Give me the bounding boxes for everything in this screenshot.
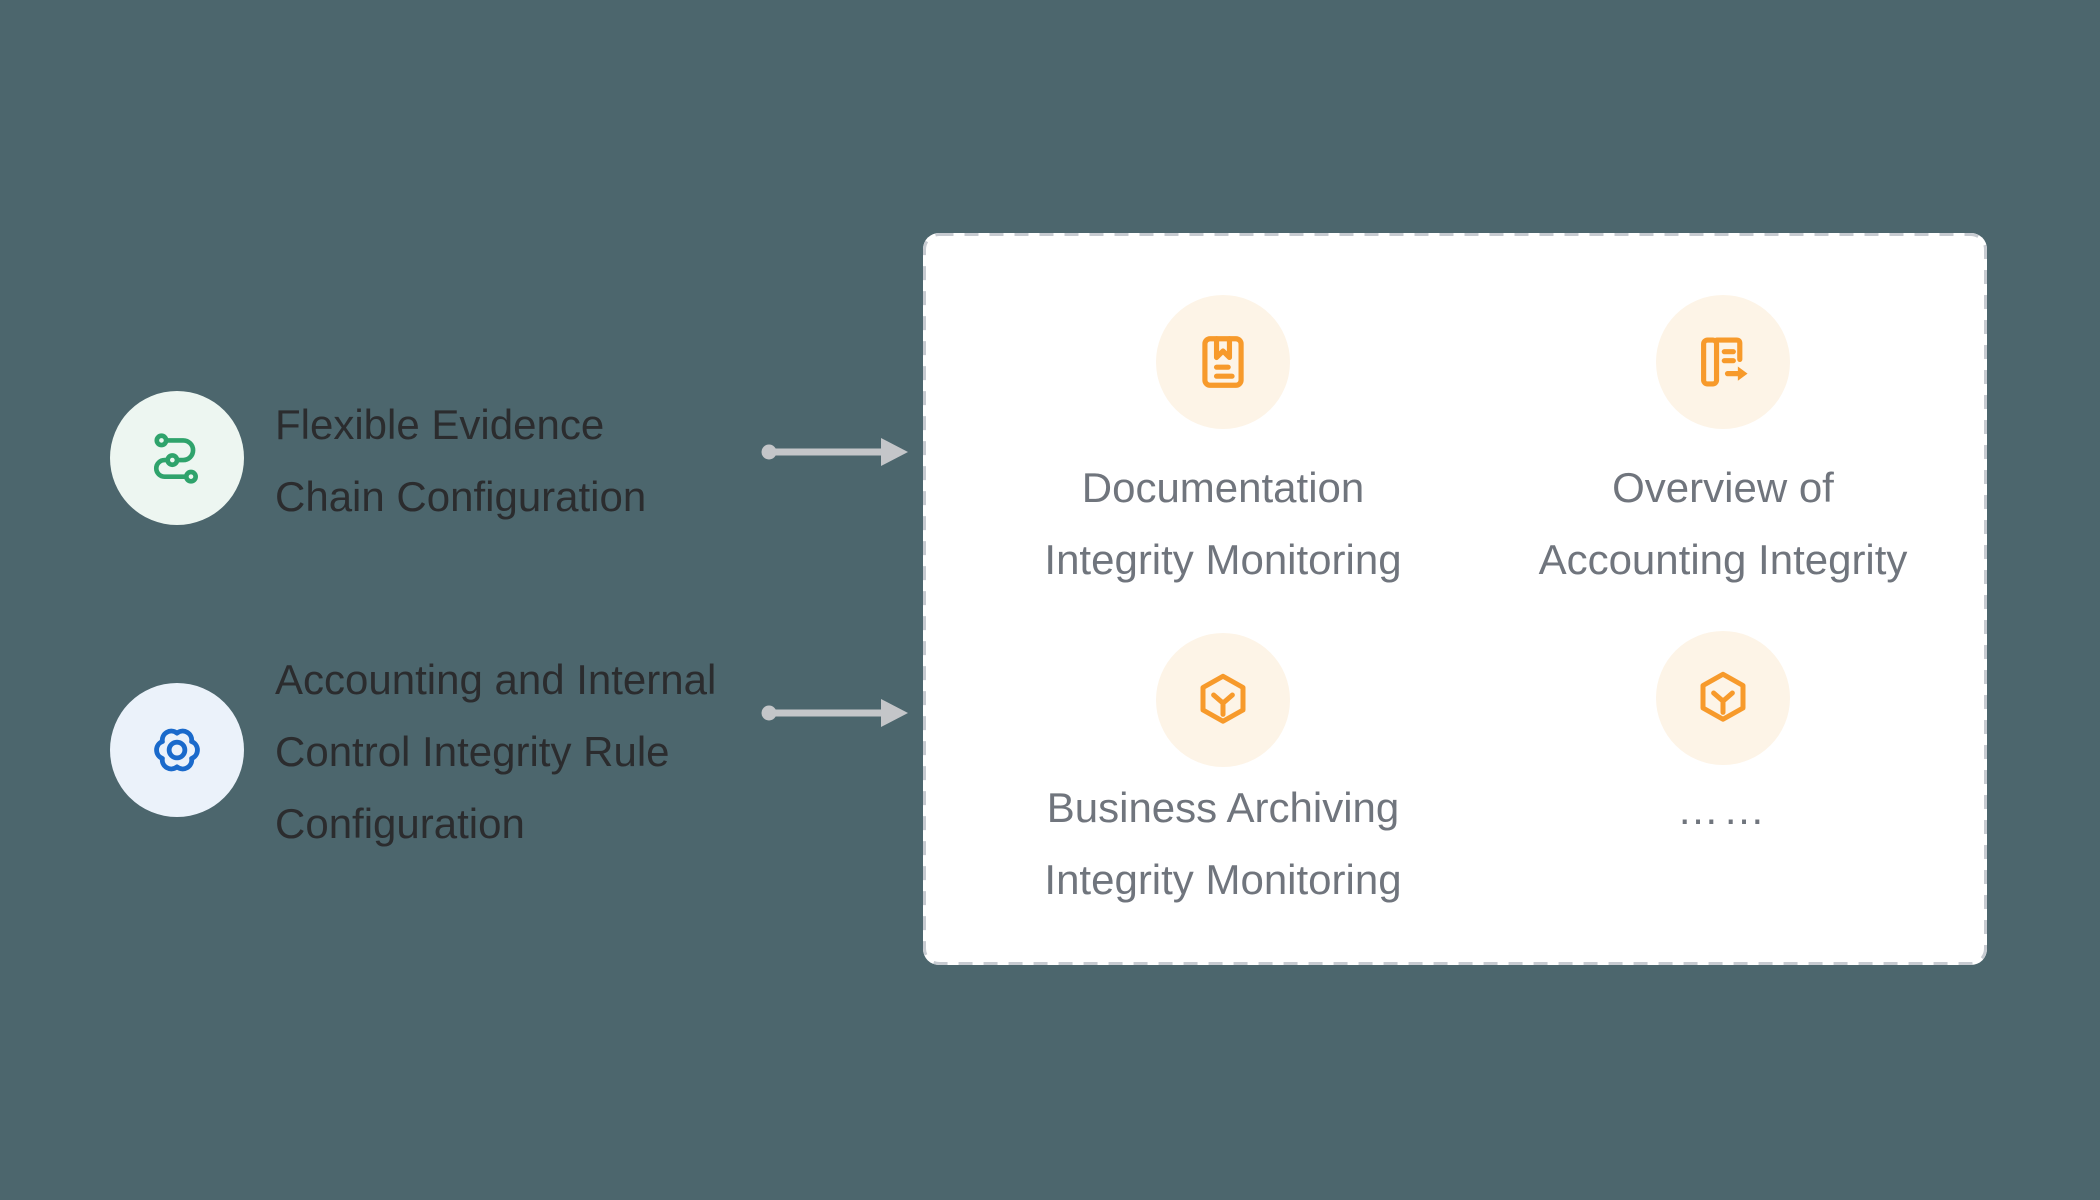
arrow-right-icon — [761, 438, 908, 466]
capability-label-line: Integrity Monitoring — [1044, 856, 1402, 903]
cube-icon — [1193, 670, 1253, 730]
accounting-overview-item-icon-circle — [1656, 295, 1790, 429]
capability-label-line: Documentation — [1081, 464, 1365, 511]
capability-label-business-archiving: Business Archiving Integrity Monitoring — [973, 772, 1473, 916]
capability-label-documentation: Documentation Integrity Monitoring — [973, 452, 1473, 596]
feature-label-line: Accounting and Internal — [275, 656, 717, 703]
feature-label-evidence-chain: Flexible Evidence Chain Configuration — [275, 389, 646, 533]
feature-label-line: Chain Configuration — [275, 473, 647, 520]
capability-label-line: Business Archiving — [1046, 784, 1400, 831]
cube-icon — [1693, 668, 1753, 728]
feature-label-line: Flexible Evidence — [275, 401, 605, 448]
capability-label-line: Overview of — [1612, 464, 1834, 511]
evidence-chain-icon-circle — [110, 391, 244, 525]
panel-dashed-border — [923, 233, 1987, 965]
book-bookmark-icon — [1192, 331, 1254, 393]
documentation-item-icon-circle — [1156, 295, 1290, 429]
capability-panel: Documentation Integrity Monitoring Overv… — [923, 233, 1987, 965]
capability-label-line: Integrity Monitoring — [1044, 536, 1402, 583]
feature-label-line: Configuration — [275, 800, 525, 847]
feature-label-rule-config: Accounting and Internal Control Integrit… — [275, 644, 716, 860]
ledger-export-icon — [1692, 331, 1754, 393]
gear-icon — [148, 721, 206, 779]
business-archiving-item-icon-circle — [1156, 633, 1290, 767]
arrow-right-icon — [761, 699, 908, 727]
ellipsis-text: …… — [1677, 786, 1769, 833]
rule-config-icon-circle — [110, 683, 244, 817]
capability-label-line: Accounting Integrity — [1538, 536, 1908, 583]
route-icon — [148, 429, 206, 487]
capability-label-accounting-overview: Overview of Accounting Integrity — [1473, 452, 1973, 596]
more-item-icon-circle — [1656, 631, 1790, 765]
feature-label-line: Control Integrity Rule — [275, 728, 670, 775]
